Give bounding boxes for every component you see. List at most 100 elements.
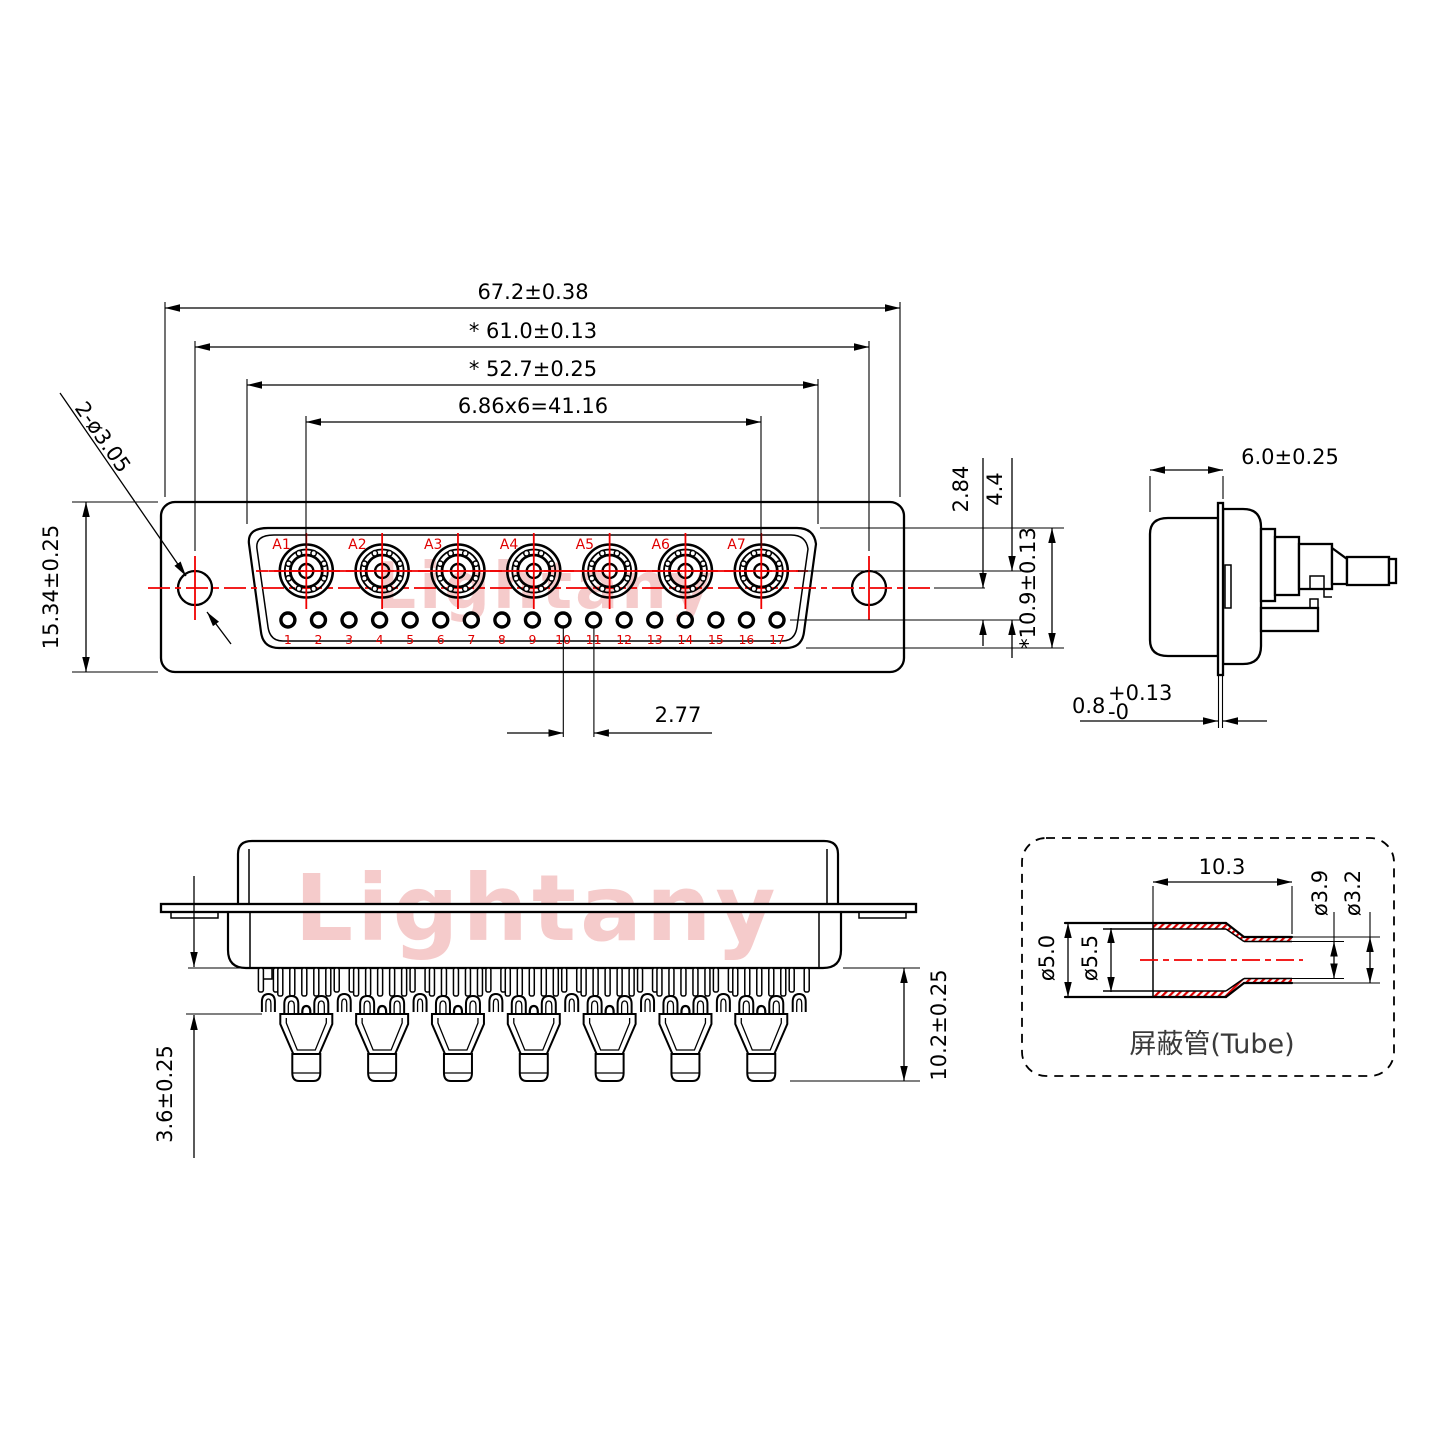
tail-prong bbox=[440, 967, 448, 997]
contact-spring-notch bbox=[285, 560, 293, 568]
tail-prong bbox=[400, 967, 408, 997]
contact-spring-notch bbox=[386, 549, 393, 557]
contact-spring-notch bbox=[674, 549, 682, 557]
coax-contact-A2: A2 bbox=[344, 533, 421, 609]
flange-tab-right bbox=[858, 911, 907, 919]
contact-spring-notch bbox=[320, 560, 328, 568]
crimp-body bbox=[279, 1013, 334, 1055]
pin-hole-ring bbox=[279, 611, 297, 629]
pin-number: 15 bbox=[708, 632, 724, 647]
pin-hole-5: 5 bbox=[401, 611, 419, 647]
solder-cup-ear-inner bbox=[796, 998, 803, 1012]
tail-prong bbox=[616, 967, 623, 997]
contact-spring-notch bbox=[436, 574, 444, 582]
small-contact-tail bbox=[409, 967, 431, 1012]
solder-cup-ear bbox=[564, 992, 580, 1012]
pin-number: 14 bbox=[677, 632, 693, 647]
contact-spring-notch bbox=[285, 574, 293, 582]
contact-spring-notch bbox=[689, 549, 697, 557]
tail-prong bbox=[540, 967, 548, 997]
solder-cup-ear bbox=[412, 992, 428, 1012]
solder-barrel bbox=[518, 1053, 549, 1082]
pin-hole-3: 3 bbox=[340, 611, 358, 647]
contact-spring-notch bbox=[396, 560, 404, 568]
flange-profile bbox=[1216, 501, 1225, 677]
dim-shroud-height: *10.9±0.13 bbox=[1016, 527, 1040, 649]
tail-prong bbox=[364, 967, 372, 997]
solder-cup-ear bbox=[260, 992, 276, 1012]
coax-tail-A2 bbox=[352, 967, 410, 1082]
contact-label: A3 bbox=[424, 537, 442, 553]
pin-hole-ring bbox=[309, 611, 328, 629]
contact-spring-notch bbox=[750, 585, 758, 593]
tail-prong bbox=[803, 967, 810, 993]
solder-cup-ear bbox=[791, 992, 807, 1012]
contact-spring-notch bbox=[447, 585, 455, 593]
solder-cup-ear bbox=[640, 992, 656, 1012]
solder-barrel bbox=[594, 1053, 625, 1082]
tail-prong bbox=[604, 967, 611, 997]
contact-spring-notch bbox=[461, 585, 469, 593]
tube-outline bbox=[1063, 921, 1294, 999]
pin-hole-ring bbox=[676, 611, 695, 629]
dim-shroud-width: * 52.7±0.25 bbox=[469, 357, 597, 381]
dim-pin-pitch: 2.77 bbox=[655, 703, 702, 727]
pin-hole-17: 17 bbox=[768, 611, 786, 647]
tail-prong bbox=[516, 967, 524, 997]
tube-neck-hatch bbox=[1244, 937, 1292, 942]
crimp-body-inner bbox=[513, 1018, 555, 1051]
pin-hole-12: 12 bbox=[615, 611, 633, 647]
solder-cup-ear-inner bbox=[590, 1000, 599, 1016]
tail-prong bbox=[680, 967, 687, 997]
contact-spring-notch bbox=[310, 549, 318, 557]
pin-hole-ring bbox=[493, 611, 511, 629]
pin-hole-15: 15 bbox=[707, 611, 725, 647]
pin-hole-4: 4 bbox=[370, 611, 389, 647]
contact-spring-notch bbox=[623, 560, 631, 568]
tube-detail: 10.3 ø5.0 ø5.5 ø3.9 ø3.2 屏蔽管(Tube) bbox=[1021, 837, 1395, 1077]
dim-body-height: 15.34±0.25 bbox=[39, 525, 63, 649]
solder-barrel bbox=[746, 1053, 777, 1082]
solder-cup-ear-inner bbox=[720, 998, 727, 1012]
pin-hole-ring bbox=[707, 611, 725, 629]
crimp-body-inner bbox=[664, 1018, 707, 1051]
pin-hole-ring bbox=[615, 611, 633, 629]
contact-label: A5 bbox=[576, 537, 594, 553]
solder-barrel bbox=[367, 1053, 398, 1082]
pin-hole-ring bbox=[584, 611, 603, 629]
dim-flange-tol-plus: +0.13 bbox=[1108, 681, 1172, 705]
tail-prong bbox=[277, 967, 284, 997]
dim-mount-hole: 2-ø3.05 bbox=[70, 397, 135, 477]
pin-hole-ring bbox=[523, 611, 542, 629]
pin-hole-ring bbox=[768, 611, 786, 629]
solder-cup-ear-inner bbox=[742, 1000, 750, 1016]
tail-prong bbox=[428, 967, 436, 997]
crimp-body bbox=[582, 1013, 637, 1055]
tail-prong bbox=[580, 967, 587, 997]
tail-prong bbox=[289, 967, 296, 997]
pin-hole-ring bbox=[401, 611, 419, 629]
pin-number: 1 bbox=[284, 632, 292, 647]
coax-contact-A1: A1 bbox=[268, 533, 345, 609]
tube-detail-label: 屏蔽管(Tube) bbox=[1129, 1029, 1294, 1060]
dim-flange-tol-minus: -0 bbox=[1108, 700, 1129, 724]
coax-pin-profile bbox=[1259, 527, 1398, 603]
dim-tail-length: 10.2±0.25 bbox=[927, 969, 951, 1080]
tail-prong bbox=[712, 967, 720, 993]
coax-tail-A5 bbox=[580, 967, 637, 1082]
crimp-body-inner bbox=[285, 1018, 327, 1051]
pin-hole-1: 1 bbox=[279, 611, 297, 647]
dim-neck-od: ø3.9 bbox=[1308, 870, 1332, 916]
contact-label: A2 bbox=[348, 537, 366, 553]
contact-spring-notch bbox=[522, 585, 530, 593]
small-contact-tail bbox=[636, 967, 659, 1012]
dim-overall-width: 67.2±0.38 bbox=[477, 280, 588, 304]
contact-label: A4 bbox=[500, 537, 519, 553]
coax-contact-A4: A4 bbox=[495, 533, 572, 609]
solder-cup-ear-inner bbox=[287, 1000, 295, 1016]
pin-hole-ring bbox=[432, 611, 450, 629]
pin-number: 8 bbox=[498, 632, 506, 647]
contact-label: A1 bbox=[272, 537, 290, 553]
contact-spring-notch bbox=[765, 585, 773, 593]
solder-cup-ear-inner bbox=[469, 1000, 477, 1016]
